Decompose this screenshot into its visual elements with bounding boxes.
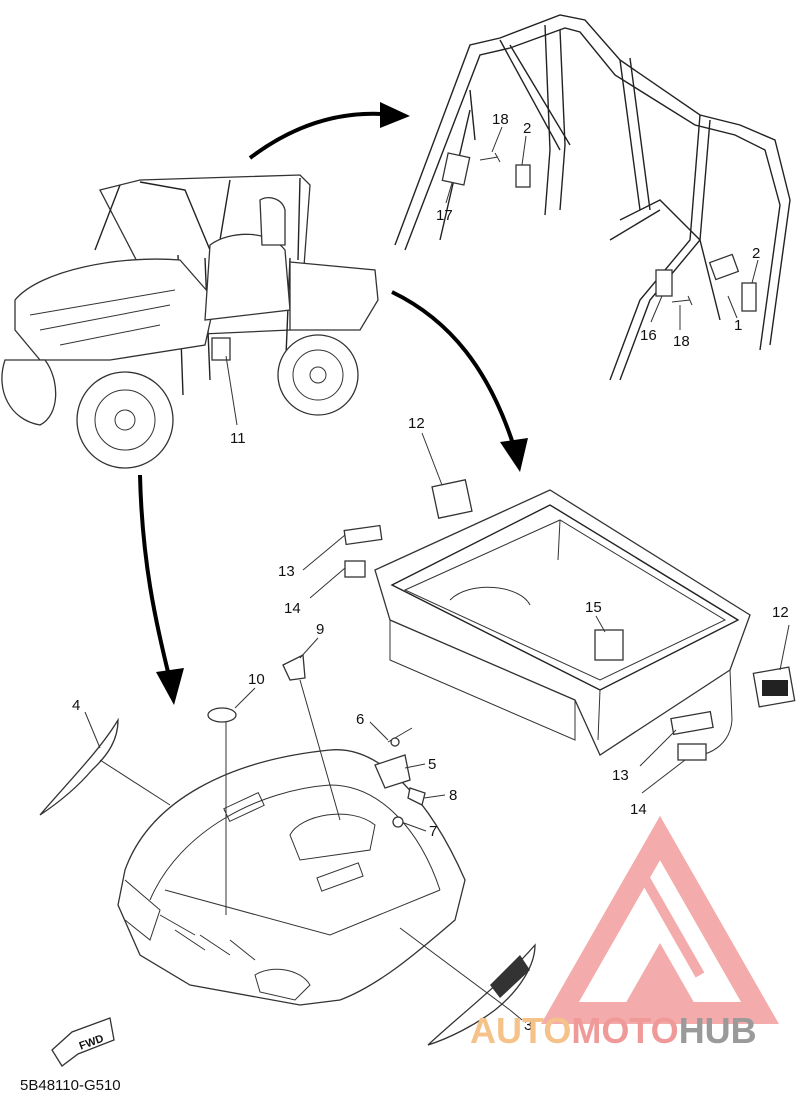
callout-2-right: 2 xyxy=(752,245,760,262)
callout-9: 9 xyxy=(316,621,324,638)
roll-cage-illustration xyxy=(394,14,791,381)
cargo-bed-illustration xyxy=(302,432,796,794)
fwd-direction-indicator: FWD xyxy=(51,1017,115,1067)
callout-18-right: 18 xyxy=(673,333,690,350)
watermark-hub: HUB xyxy=(679,1010,757,1051)
front-hood-illustration xyxy=(39,637,536,1046)
callout-16: 16 xyxy=(640,327,657,344)
callout-7: 7 xyxy=(429,823,437,840)
watermark-text: AUTOMOTOHUB xyxy=(470,1010,757,1051)
callout-5: 5 xyxy=(428,756,436,773)
callout-12-right: 12 xyxy=(772,604,789,621)
watermark-auto: AUTO xyxy=(470,1010,571,1051)
callout-14-right: 14 xyxy=(630,801,647,818)
callout-13-left: 13 xyxy=(278,563,295,580)
callout-15: 15 xyxy=(585,599,602,616)
callout-8: 8 xyxy=(449,787,457,804)
callout-12-top: 12 xyxy=(408,415,425,432)
callout-17: 17 xyxy=(436,207,453,224)
callout-11: 11 xyxy=(230,430,246,447)
callout-13-right: 13 xyxy=(612,767,629,784)
callout-2-top: 2 xyxy=(523,120,531,137)
direction-arrows xyxy=(138,102,528,705)
vehicle-overview-illustration xyxy=(1,174,379,469)
part-code-label: 5B48110-G510 xyxy=(20,1077,121,1093)
callout-18-top: 18 xyxy=(492,111,509,128)
callout-3: 3 xyxy=(524,1017,532,1034)
callout-1: 1 xyxy=(734,317,742,334)
watermark-moto: MOTO xyxy=(571,1010,678,1051)
callout-6: 6 xyxy=(356,711,364,728)
watermark-logo xyxy=(541,815,779,1024)
callout-10: 10 xyxy=(248,671,265,688)
svg-text:AUTOMOTOHUB: AUTOMOTOHUB xyxy=(470,1010,757,1051)
callout-14-left: 14 xyxy=(284,600,301,617)
callout-4: 4 xyxy=(72,697,80,714)
